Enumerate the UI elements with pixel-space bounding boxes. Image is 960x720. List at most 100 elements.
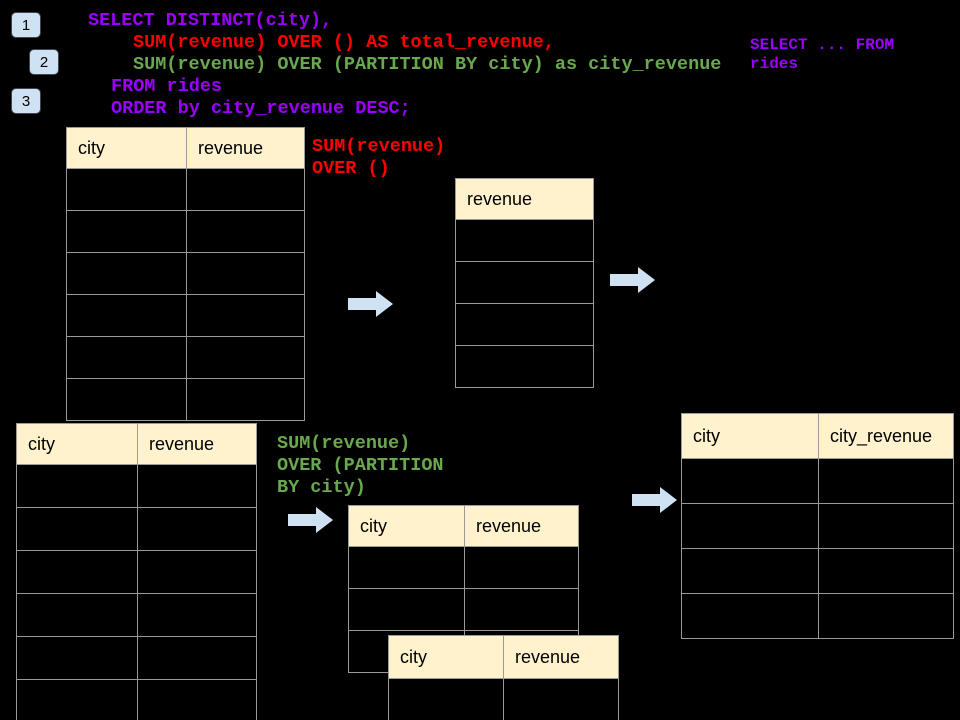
table-row — [349, 546, 578, 588]
table-cell — [349, 589, 464, 630]
column-header-city_revenue: city_revenue — [818, 414, 953, 458]
table-cell — [456, 262, 593, 303]
table-cell — [17, 508, 137, 550]
table-cell — [17, 465, 137, 507]
sql-line-from: FROM rides — [111, 76, 223, 97]
column-header-revenue: revenue — [503, 636, 618, 678]
table-row — [682, 548, 953, 593]
table-cell — [456, 304, 593, 345]
table-row — [349, 588, 578, 630]
sql-line-order-by: ORDER by city_revenue DESC; — [111, 98, 411, 119]
table-cell — [67, 295, 186, 336]
annotation-partition-line2: OVER (PARTITION — [277, 455, 444, 476]
table-cell — [818, 459, 953, 503]
table-cell — [349, 547, 464, 588]
table-row — [67, 210, 304, 252]
column-header-city: city — [682, 414, 818, 458]
table-cell — [137, 637, 256, 679]
table-cell — [389, 679, 503, 720]
table-cell — [137, 508, 256, 550]
table-row — [682, 503, 953, 548]
table-cell — [682, 549, 818, 593]
table-total-revenue: revenue — [455, 178, 594, 388]
table-cell — [818, 504, 953, 548]
table-cell — [186, 295, 304, 336]
table-cell — [186, 379, 304, 420]
sql-line-city-revenue: SUM(revenue) OVER (PARTITION BY city) as… — [133, 54, 722, 75]
step-badge-3: 3 — [11, 88, 41, 114]
column-header-city: city — [349, 506, 464, 546]
table-cell — [137, 680, 256, 720]
table-row — [67, 294, 304, 336]
table-cell — [67, 379, 186, 420]
table-cell — [456, 346, 593, 387]
table-cell — [818, 594, 953, 638]
column-header-revenue: revenue — [137, 424, 256, 464]
table-cell — [818, 549, 953, 593]
arrow-right-icon — [610, 267, 655, 293]
table-row — [389, 678, 618, 720]
table-row — [456, 345, 593, 387]
table-cell — [186, 337, 304, 378]
table-row — [17, 636, 256, 679]
table-header-row: revenue — [456, 179, 593, 219]
table-row — [682, 593, 953, 638]
column-header-revenue: revenue — [456, 179, 593, 219]
table-row — [17, 507, 256, 550]
column-header-city: city — [389, 636, 503, 678]
column-header-city: city — [67, 128, 186, 168]
table-row — [67, 252, 304, 294]
table-cell — [17, 680, 137, 720]
table-cell — [503, 679, 618, 720]
arrow-right-icon — [288, 507, 333, 533]
column-header-revenue: revenue — [186, 128, 304, 168]
query-source-note-line2: rides — [750, 55, 799, 73]
table-row — [67, 336, 304, 378]
table-row — [456, 303, 593, 345]
arrow-right-icon — [348, 291, 393, 317]
table-cell — [137, 465, 256, 507]
table-cell — [67, 337, 186, 378]
column-header-revenue: revenue — [464, 506, 578, 546]
table-cell — [137, 594, 256, 636]
table-row — [67, 378, 304, 420]
table-row — [17, 550, 256, 593]
table-cell — [682, 504, 818, 548]
table-row — [17, 464, 256, 507]
annotation-total-line2: OVER () — [312, 158, 390, 179]
table-cell — [67, 211, 186, 252]
step-badge-1: 1 — [11, 12, 41, 38]
table-cell — [17, 551, 137, 593]
table-cell — [17, 594, 137, 636]
annotation-partition-line3: BY city) — [277, 477, 366, 498]
table-row — [17, 679, 256, 720]
table-cell — [456, 220, 593, 261]
sql-line-total-revenue: SUM(revenue) OVER () AS total_revenue, — [133, 32, 555, 53]
table-cell — [137, 551, 256, 593]
sql-line-select: SELECT DISTINCT(city), — [88, 10, 333, 31]
table-cell — [682, 594, 818, 638]
table-cell — [67, 169, 186, 210]
step-badge-2: 2 — [29, 49, 59, 75]
table-cell — [464, 589, 578, 630]
table-cell — [67, 253, 186, 294]
table-cell — [682, 459, 818, 503]
annotation-total-line1: SUM(revenue) — [312, 136, 446, 157]
annotation-partition-line1: SUM(revenue) — [277, 433, 411, 454]
column-header-city: city — [17, 424, 137, 464]
table-row — [17, 593, 256, 636]
table-cell — [186, 169, 304, 210]
table-row — [456, 219, 593, 261]
arrow-right-icon — [632, 487, 677, 513]
